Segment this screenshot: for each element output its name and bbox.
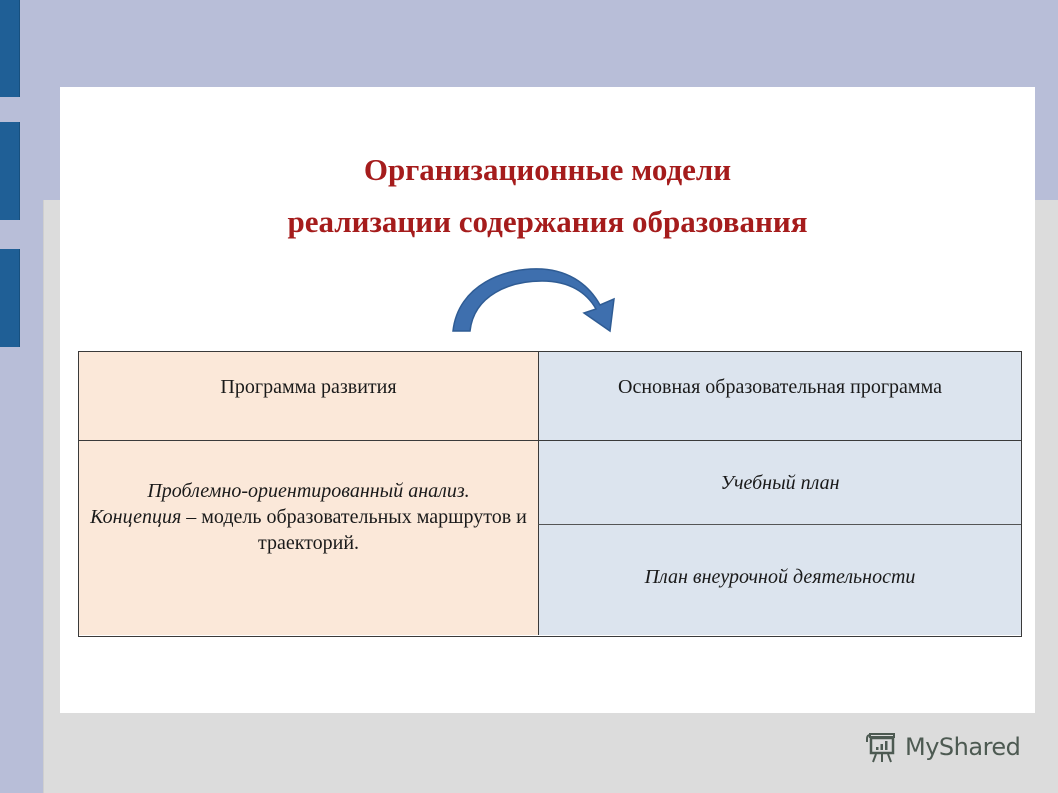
- myshared-logo-text: MyShared: [905, 733, 1021, 761]
- myshared-watermark[interactable]: MyShared: [865, 730, 1021, 764]
- side-bar-3: [0, 249, 20, 347]
- title-line-2: реализации содержания образования: [287, 204, 808, 239]
- slide: Организационные модели реализации содерж…: [60, 87, 1035, 713]
- concept-description: – модель образовательных маршрутов и тра…: [181, 506, 527, 554]
- concept-label: Концепция: [90, 506, 182, 528]
- slide-title: Организационные модели реализации содерж…: [60, 144, 1035, 248]
- side-bar-2: [0, 122, 20, 220]
- curved-arrow-right-icon: [452, 268, 615, 333]
- header-development-program: Программа развития: [79, 352, 538, 440]
- title-line-1: Организационные модели: [363, 152, 732, 187]
- cell-curriculum: Учебный план: [538, 440, 1021, 524]
- cell-problem-analysis-concept: Проблемно-ориентированный анализ. Концеп…: [79, 440, 538, 635]
- cell-extracurricular-plan: План внеурочной деятельности: [538, 524, 1021, 635]
- presentation-board-icon: [866, 733, 895, 763]
- models-table: Программа развития Основная образователь…: [78, 351, 1022, 637]
- side-bar-1: [0, 0, 20, 97]
- problem-analysis-text: Проблемно-ориентированный анализ.: [147, 480, 470, 502]
- header-main-educational-program: Основная образовательная программа: [538, 352, 1021, 440]
